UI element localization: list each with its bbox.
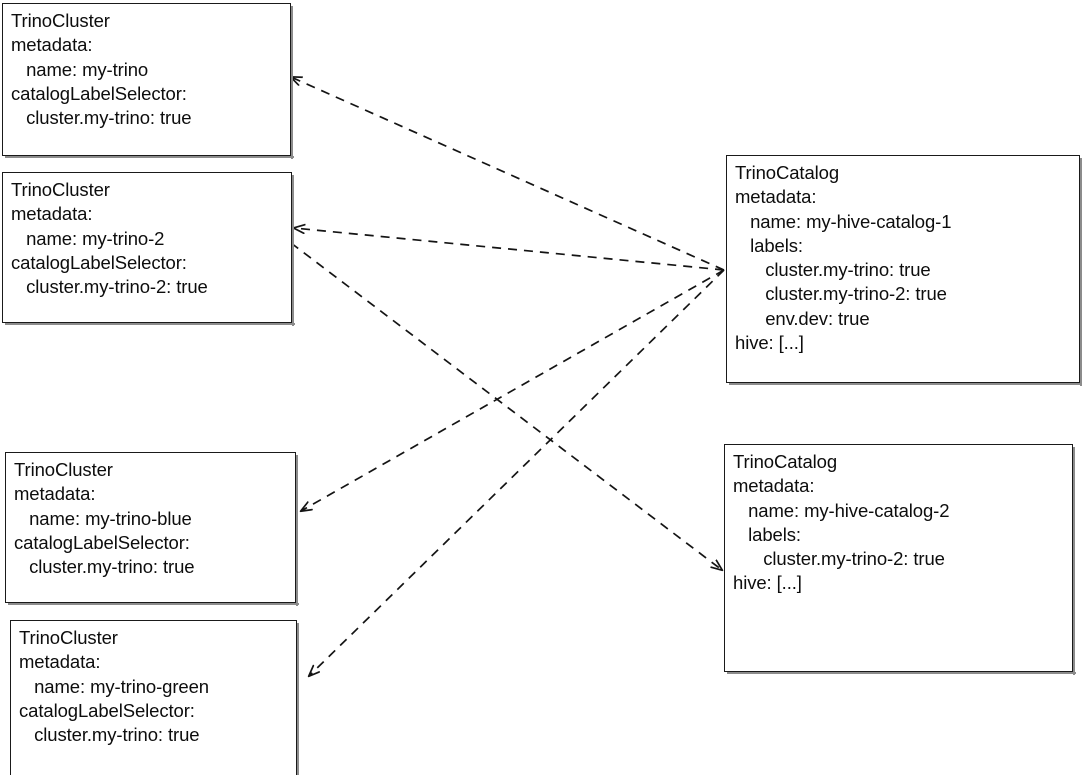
node-kind-label: TrinoCluster [14,459,113,480]
trinocluster-node-shadow [5,323,295,325]
node-spec-line: hive: [...] [735,332,804,354]
node-spec-line: metadata: [14,483,96,505]
node-spec-line: catalogLabelSelector: [14,531,190,553]
node-spec-line: hive: [...] [733,572,802,594]
node-kind-label: TrinoCatalog [733,451,838,472]
node-spec-line: cluster.my-trino-2: true [11,276,208,298]
trinocluster-node-my-trino-green[interactable]: TrinoCluster metadata: name: my-trino-gre… [10,620,297,775]
node-spec-line: catalogLabelSelector: [11,82,187,104]
node-spec-line: catalogLabelSelector: [11,251,187,273]
edge-catalog2-to-my-trino-2 [290,242,722,570]
trinocluster-node-shadow [8,603,299,605]
node-spec-line: cluster.my-trino: true [19,724,200,746]
node-spec-line: name: my-trino-green [19,675,209,697]
node-spec-line: cluster.my-trino: true [735,259,931,281]
edge-catalog1-to-my-trino-2-a [294,228,725,271]
trinocluster-node-shadow [292,175,294,326]
node-spec-line: cluster.my-trino-2: true [735,283,947,305]
node-spec-line: labels: [735,234,803,256]
node-spec-line: metadata: [11,34,93,56]
node-spec-line: name: my-trino [11,58,149,80]
trinocluster-node-shadow [297,623,299,775]
node-spec-line: cluster.my-trino: true [14,556,195,578]
trinocatalog-node-shadow [1073,447,1075,675]
node-spec-line: metadata: [11,203,93,225]
node-kind-label: TrinoCluster [11,179,110,200]
edge-catalog1-to-my-trino [291,77,725,271]
trinocluster-node-my-trino-blue[interactable]: TrinoCluster metadata: name: my-trino-blu… [5,452,296,603]
node-spec-line: name: my-trino-2 [11,227,165,249]
node-spec-line: name: my-hive-catalog-2 [733,499,950,521]
node-spec-line: labels: [733,523,801,545]
node-spec-line: env.dev: true [735,307,870,329]
edge-catalog1-to-my-trino-blue [301,269,725,511]
trinocluster-node-shadow [291,6,293,159]
trinocluster-node-shadow [5,156,294,158]
node-spec-line: name: my-hive-catalog-1 [735,210,952,232]
node-spec-line: catalogLabelSelector: [19,699,195,721]
trinocluster-node-shadow [296,455,298,606]
node-spec-line: metadata: [19,651,101,673]
trinocatalog-node-shadow [727,672,1076,674]
node-kind-label: TrinoCluster [11,10,110,31]
node-kind-label: TrinoCatalog [735,162,840,183]
node-spec-line: cluster.my-trino-2: true [733,548,945,570]
trinocatalog-node-shadow [729,383,1082,385]
node-spec-line: name: my-trino-blue [14,507,192,529]
edge-catalog1-to-my-trino-green [309,269,725,676]
trinocatalog-node-shadow [1080,158,1082,386]
node-spec-line: cluster.my-trino: true [11,107,192,129]
trinocatalog-node-my-hive-catalog-2[interactable]: TrinoCatalog metadata: name: my-hive-cata… [724,444,1073,672]
trinocatalog-node-my-hive-catalog-1[interactable]: TrinoCatalog metadata: name: my-hive-cata… [726,155,1080,383]
node-spec-line: metadata: [735,186,817,208]
node-spec-line: metadata: [733,475,815,497]
node-kind-label: TrinoCluster [19,627,118,648]
